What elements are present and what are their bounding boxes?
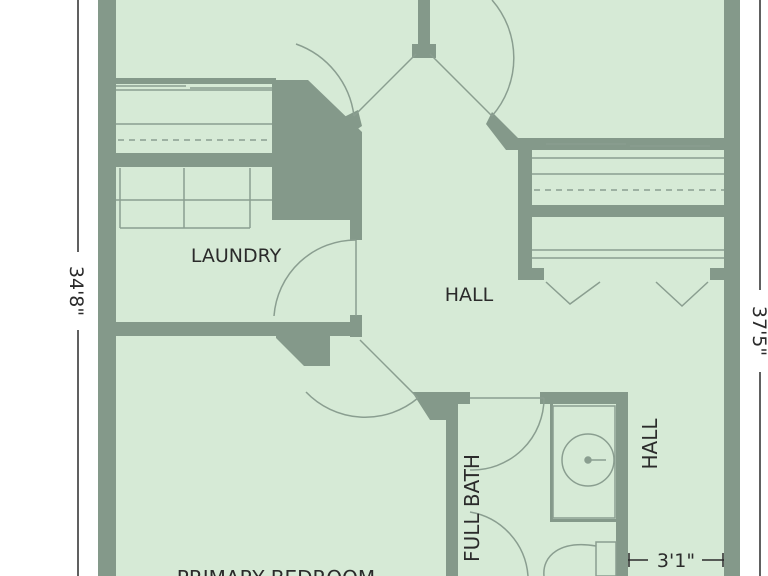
room-label-hall-main: HALL <box>445 284 494 306</box>
outer-wall-right <box>724 0 740 576</box>
wall-bath-top <box>540 392 628 404</box>
floor-area <box>100 0 740 576</box>
wall-right-closet-mid <box>532 205 724 217</box>
room-label-primary-bedroom: PRIMARY BEDROOM <box>177 566 375 576</box>
wall-bath-corner <box>412 392 470 420</box>
wall-right-closet-left <box>518 150 532 280</box>
wall-laundry-right <box>350 220 362 240</box>
room-label-laundry: LAUNDRY <box>191 245 282 267</box>
wall-diagonal-left <box>342 110 362 134</box>
wall-bedroom-corner <box>276 336 330 366</box>
room-label-full-bath: FULL BATH <box>460 454 484 562</box>
wall-closet-top <box>116 78 276 84</box>
bifold-door-right-a <box>545 281 601 305</box>
outer-wall-left <box>98 0 116 576</box>
wall-right-closet-bottom-right <box>710 268 724 280</box>
wall-vanity-divider <box>550 404 553 522</box>
dimension-label-left: 34'8" <box>65 266 87 316</box>
dimension-label-right: 37'5" <box>748 306 768 356</box>
bath-sink <box>552 405 616 519</box>
wall-right-closet-bottom-left <box>518 268 544 280</box>
closet-shelving-left <box>116 85 272 141</box>
wall-bath-right <box>616 392 628 576</box>
dimension-label-bg <box>650 548 700 572</box>
closet-shelving-right <box>532 143 724 259</box>
room-label-hall-side: HALL <box>638 418 662 470</box>
dimension-lines <box>77 0 761 576</box>
wall-top-center <box>418 0 430 58</box>
dimension-label-hall-width: 3'1" <box>657 550 695 572</box>
wall-laundry-bottom <box>116 322 362 336</box>
wall-vanity-bottom <box>550 519 616 522</box>
wall-laundry-top <box>116 153 276 167</box>
washer-dryer <box>116 168 272 229</box>
wall-mass-center <box>272 80 362 220</box>
bifold-door-right-b <box>655 281 709 308</box>
wall-diagonal-right <box>486 112 520 150</box>
bath-toilet <box>543 541 617 576</box>
wall-laundry-right-low <box>350 315 362 337</box>
door-swings <box>273 0 545 576</box>
wall-bath-left <box>446 404 458 576</box>
